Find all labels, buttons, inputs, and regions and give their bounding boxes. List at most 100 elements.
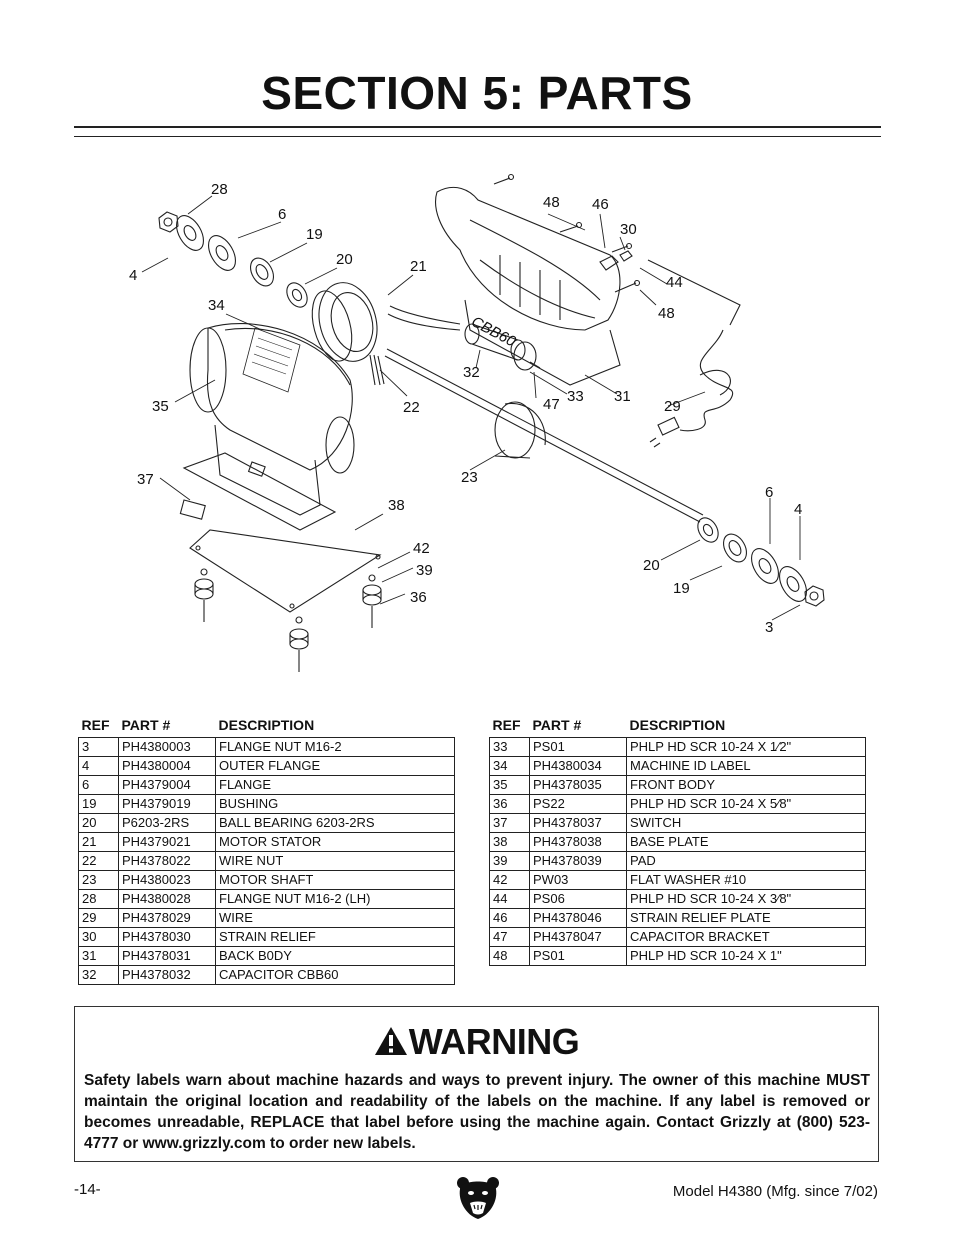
description-cell: SWITCH: [626, 813, 866, 833]
description-cell: BASE PLATE: [626, 832, 866, 852]
part-number-cell: PH4378030: [118, 927, 216, 947]
right-flange-nut-part: [804, 585, 825, 607]
description-column-header: DESCRIPTION: [629, 717, 726, 733]
ref-cell: 32: [78, 965, 119, 985]
callout-label: 36: [410, 589, 427, 606]
callout-label: 38: [388, 497, 405, 514]
ref-cell: 44: [489, 889, 530, 909]
part-number-cell: PH4378035: [529, 775, 627, 795]
title-rule-thin: [74, 136, 881, 137]
description-cell: FRONT BODY: [626, 775, 866, 795]
callout-label: 46: [592, 196, 609, 213]
part-number-cell: P6203-2RS: [118, 813, 216, 833]
callout-label: 47: [543, 396, 560, 413]
part-number-cell: PH4378038: [529, 832, 627, 852]
callout-label: 23: [461, 469, 478, 486]
base-plate-part: [189, 529, 382, 613]
callout-label: 6: [278, 206, 286, 223]
callout-label: 28: [211, 181, 228, 198]
part-number-cell: PW03: [529, 870, 627, 890]
grizzly-bear-logo-icon: [456, 1175, 500, 1226]
page-number: -14-: [74, 1181, 101, 1198]
ref-cell: 6: [78, 775, 119, 795]
callout-label: 34: [208, 297, 225, 314]
description-cell: BACK B0DY: [215, 946, 455, 966]
ref-cell: 4: [78, 756, 119, 776]
left-flange-part: [207, 235, 237, 271]
strain-relief-part: [599, 250, 633, 271]
description-cell: CAPACITOR BRACKET: [626, 927, 866, 947]
description-cell: BUSHING: [215, 794, 455, 814]
description-cell: FLAT WASHER #10: [626, 870, 866, 890]
ref-cell: 47: [489, 927, 530, 947]
part-number-cell: PH4380003: [118, 737, 216, 757]
warning-triangle-icon: [374, 1023, 408, 1065]
page-title: SECTION 5: PARTS: [261, 67, 693, 119]
callout-label: 22: [403, 399, 420, 416]
callout-label: 48: [658, 305, 675, 322]
description-column-header: DESCRIPTION: [218, 717, 315, 733]
description-cell: OUTER FLANGE: [215, 756, 455, 776]
ref-cell: 36: [489, 794, 530, 814]
description-cell: FLANGE: [215, 775, 455, 795]
callout-label: 44: [666, 274, 683, 291]
ref-column-header: REF: [81, 717, 110, 733]
right-bearing-part: [697, 517, 719, 543]
ref-cell: 42: [489, 870, 530, 890]
description-cell: PHLP HD SCR 10-24 X 1": [626, 946, 866, 966]
callout-label: 32: [463, 364, 480, 381]
part-number-cell: PH4379004: [118, 775, 216, 795]
warning-box: WARNING Safety labels warn about machine…: [74, 1006, 879, 1162]
part-number-cell: PH4378022: [118, 851, 216, 871]
ref-cell: 46: [489, 908, 530, 928]
part-number-cell: PH4378047: [529, 927, 627, 947]
callout-label: 29: [664, 398, 681, 415]
warning-heading: WARNING: [75, 1021, 878, 1065]
ref-cell: 38: [489, 832, 530, 852]
ref-cell: 28: [78, 889, 119, 909]
power-cord-part: [647, 259, 741, 448]
motor-stator-part: [311, 282, 461, 386]
part-number-cell: PH4380023: [118, 870, 216, 890]
callout-label: 3: [765, 619, 773, 636]
ref-cell: 29: [78, 908, 119, 928]
ref-cell: 21: [78, 832, 119, 852]
ref-cell: 19: [78, 794, 119, 814]
ref-column-header: REF: [492, 717, 521, 733]
callout-label: 21: [410, 258, 427, 275]
motor-shaft-part: [384, 348, 704, 523]
callout-label: 19: [306, 226, 323, 243]
ref-cell: 48: [489, 946, 530, 966]
part-number-cell: PH4378039: [529, 851, 627, 871]
part-number-column-header: PART #: [532, 717, 582, 733]
part-number-cell: PH4378037: [529, 813, 627, 833]
pads-and-screws-part: [194, 568, 382, 672]
description-cell: PAD: [626, 851, 866, 871]
description-cell: STRAIN RELIEF: [215, 927, 455, 947]
switch-part: [179, 499, 206, 520]
diagram-callouts: 28 6 19 20 4 21 34 35 37 38 42 39 36 48 …: [129, 181, 802, 636]
description-cell: MOTOR SHAFT: [215, 870, 455, 890]
callout-label: 35: [152, 398, 169, 415]
description-cell: WIRE: [215, 908, 455, 928]
